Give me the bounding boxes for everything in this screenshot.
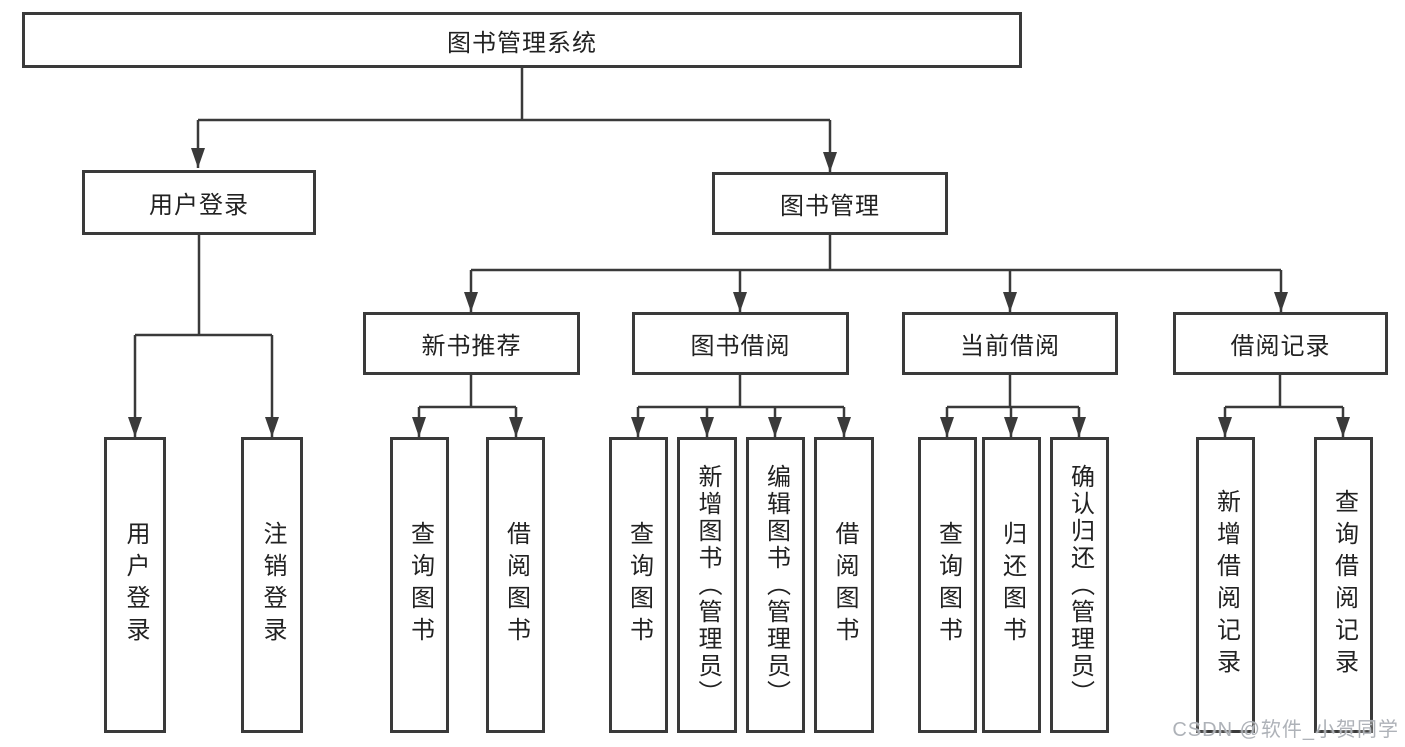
node-borrowing-records: 借阅记录 bbox=[1173, 312, 1388, 375]
node-logout-label: 注销登录 bbox=[259, 521, 286, 649]
node-book-borrowing-label: 图书借阅 bbox=[690, 333, 791, 360]
node-bb-edit-books-admin: 编辑图书（管理员） bbox=[746, 437, 805, 733]
node-bb-query-books: 查询图书 bbox=[609, 437, 668, 733]
node-br-add-record-label: 新增借阅记录 bbox=[1212, 489, 1240, 681]
node-bb-add-books-admin: 新增图书（管理员） bbox=[677, 437, 737, 733]
node-user-login-label: 用户登录 bbox=[122, 521, 149, 649]
node-borrowing-records-label: 借阅记录 bbox=[1230, 333, 1331, 360]
node-current-borrowing: 当前借阅 bbox=[902, 312, 1118, 375]
node-bb-borrow-books-label: 借阅图书 bbox=[831, 521, 858, 649]
node-cb-query-books: 查询图书 bbox=[918, 437, 977, 733]
node-nb-query-books: 查询图书 bbox=[390, 437, 449, 733]
node-book-management: 图书管理 bbox=[712, 172, 948, 235]
node-logout: 注销登录 bbox=[241, 437, 303, 733]
node-cb-return-books-label: 归还图书 bbox=[998, 521, 1026, 649]
node-bb-query-books-label: 查询图书 bbox=[625, 521, 653, 649]
node-cb-query-books-label: 查询图书 bbox=[934, 521, 962, 649]
node-new-book-recommend-label: 新书推荐 bbox=[421, 333, 522, 360]
node-nb-borrow-books-label: 借阅图书 bbox=[502, 521, 530, 649]
node-bb-add-books-admin-label: 新增图书（管理员） bbox=[694, 463, 721, 707]
node-system-root: 图书管理系统 bbox=[22, 12, 1022, 68]
csdn-watermark: CSDN @软件_小贺同学 bbox=[1172, 719, 1399, 741]
node-cb-confirm-return-admin: 确认归还（管理员） bbox=[1050, 437, 1109, 733]
node-bb-edit-books-admin-label: 编辑图书（管理员） bbox=[762, 463, 790, 707]
node-nb-query-books-label: 查询图书 bbox=[406, 521, 434, 649]
node-system-root-label: 图书管理系统 bbox=[447, 29, 597, 57]
node-user-login-group-label: 用户登录 bbox=[149, 192, 249, 219]
node-br-add-record: 新增借阅记录 bbox=[1196, 437, 1255, 733]
node-cb-return-books: 归还图书 bbox=[982, 437, 1041, 733]
node-book-borrowing: 图书借阅 bbox=[632, 312, 849, 375]
node-new-book-recommend: 新书推荐 bbox=[363, 312, 580, 375]
node-nb-borrow-books: 借阅图书 bbox=[486, 437, 545, 733]
node-book-management-label: 图书管理 bbox=[780, 193, 880, 220]
node-bb-borrow-books: 借阅图书 bbox=[814, 437, 874, 733]
node-current-borrowing-label: 当前借阅 bbox=[960, 333, 1060, 360]
node-br-query-record-label: 查询借阅记录 bbox=[1330, 489, 1358, 681]
node-br-query-record: 查询借阅记录 bbox=[1314, 437, 1373, 733]
node-user-login: 用户登录 bbox=[104, 437, 166, 733]
node-cb-confirm-return-admin-label: 确认归还（管理员） bbox=[1066, 463, 1094, 707]
node-user-login-group: 用户登录 bbox=[82, 170, 316, 235]
